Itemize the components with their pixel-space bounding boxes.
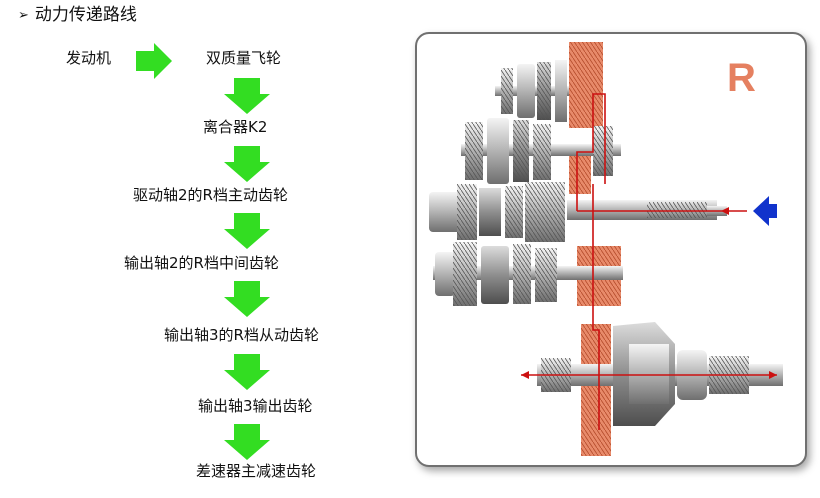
down-arrow-icon — [224, 424, 270, 460]
right-arrow-icon — [136, 43, 172, 79]
upper-shaft — [495, 60, 595, 122]
gearbox-diagram — [429, 42, 783, 456]
input-shaft — [429, 182, 727, 242]
flow-step-clutch: 离合器K2 — [203, 118, 268, 136]
gear-label: R — [727, 56, 756, 100]
down-arrow-icon — [224, 213, 270, 249]
flow-step-flywheel: 双质量飞轮 — [206, 49, 282, 67]
input-direction-arrow-icon — [753, 196, 777, 226]
down-arrow-icon — [224, 281, 270, 317]
reverse-gear-column — [569, 42, 621, 456]
down-arrow-icon — [224, 354, 270, 390]
flow-step-drive-shaft-gear: 驱动轴2的R档主动齿轮 — [133, 186, 288, 204]
flow-step-output-gear: 输出轴3输出齿轮 — [198, 397, 313, 415]
lower-shaft — [433, 242, 623, 306]
flow-step-output-shaft3-driven: 输出轴3的R档从动齿轮 — [164, 326, 319, 344]
second-shaft — [461, 118, 621, 184]
differential — [537, 322, 783, 426]
bullet-arrow-icon: ➢ — [18, 8, 29, 23]
flow-step-engine: 发动机 — [66, 49, 112, 67]
down-arrow-icon — [224, 146, 270, 182]
down-arrow-icon — [224, 78, 270, 114]
gearbox-diagram-panel: R — [415, 32, 807, 467]
heading-text: 动力传递路线 — [34, 5, 137, 25]
heading: ➢ 动力传递路线 — [18, 4, 137, 28]
flow-step-output-shaft2-idler: 输出轴2的R档中间齿轮 — [124, 254, 279, 272]
power-flow-path — [521, 93, 777, 430]
flow-step-differential-gear: 差速器主减速齿轮 — [196, 462, 317, 480]
